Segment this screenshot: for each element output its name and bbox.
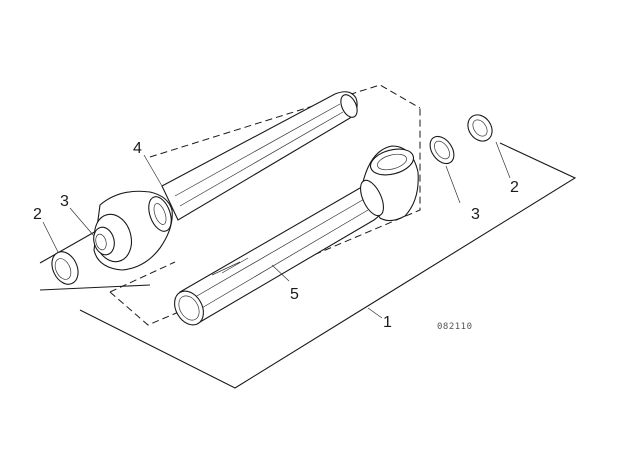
subassembly-dashed-outline	[109, 84, 421, 326]
leader-lines	[42, 141, 511, 319]
callout-3-right: 3	[471, 206, 480, 223]
callout-2-right: 2	[510, 179, 519, 196]
callout-labels: 1 2 3 4 5 3 2	[33, 140, 519, 331]
driveshaft-4	[93, 91, 358, 271]
callout-5: 5	[290, 286, 299, 303]
assembly-outline	[39, 142, 577, 389]
image-code: 082110	[437, 322, 473, 332]
seal-ring-3-right	[429, 135, 455, 165]
callout-2-left: 2	[33, 206, 42, 223]
snap-ring-2-right	[467, 114, 493, 142]
snap-ring-2-left	[51, 251, 79, 285]
callout-4: 4	[133, 140, 142, 157]
callout-3-left: 3	[60, 193, 69, 210]
callout-1: 1	[383, 314, 392, 331]
tube-5	[174, 145, 419, 326]
